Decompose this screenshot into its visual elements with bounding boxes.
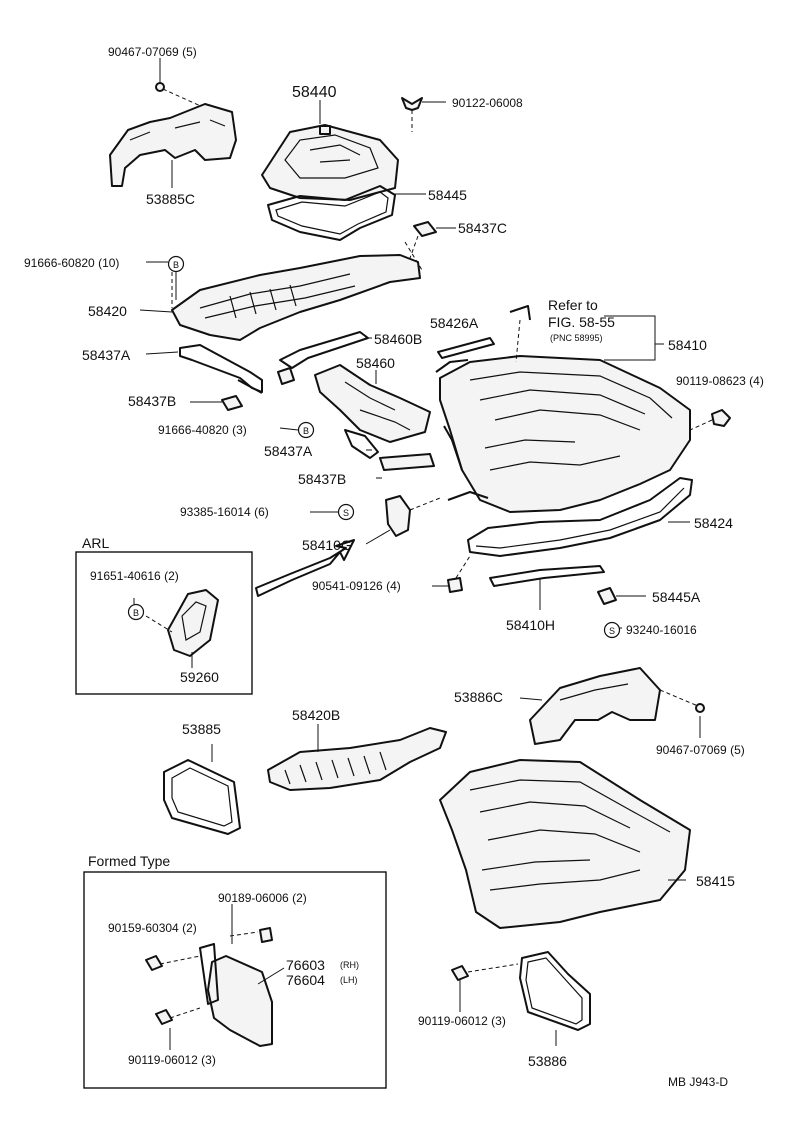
label-91651: 91651-40616 (2) [90, 569, 179, 583]
label-58424: 58424 [694, 515, 733, 531]
bracket-58437a-upper-drawing [179, 344, 263, 394]
tub-58410-drawing [435, 305, 691, 513]
leader-lines [133, 58, 701, 1050]
label-90122: 90122-06008 [452, 96, 523, 110]
label-90467-bottom: 90467-07069 (5) [656, 743, 745, 757]
svg-text:B: B [173, 260, 179, 270]
callout-b-91651: B [127, 603, 145, 621]
reinforcement-58424-drawing [467, 477, 693, 557]
label-53886c: 53886C [454, 689, 503, 705]
label-58415: 58415 [696, 873, 735, 889]
callout-b-91666-3: B [297, 421, 315, 439]
label-58460: 58460 [356, 355, 395, 371]
label-58440: 58440 [292, 84, 337, 101]
clip-58437b-upper-drawing [221, 395, 243, 411]
label-58437a-lower: 58437A [264, 443, 313, 459]
label-90119-bottom: 90119-06012 (3) [418, 1014, 506, 1028]
label-90119-formed: 90119-06012 (3) [128, 1053, 216, 1067]
refer-bracket-lines [604, 315, 664, 361]
label-58410h: 58410H [506, 617, 555, 633]
bracket-58410g-drawing [385, 495, 441, 537]
frame-53886-drawing [451, 951, 591, 1046]
label-58420b: 58420B [292, 707, 340, 723]
gasket-58445-drawing [267, 185, 426, 241]
label-58445a: 58445A [652, 589, 701, 605]
label-90541: 90541-09126 (4) [312, 579, 401, 593]
label-90119-08623: 90119-08623 (4) [676, 374, 764, 388]
wing-bolt-90122-drawing [401, 97, 446, 132]
label-90467-top: 90467-07069 (5) [108, 45, 197, 59]
tray-58415-drawing [439, 759, 691, 929]
nut-90541-drawing [447, 555, 471, 593]
strip-58426a-drawing [437, 337, 495, 359]
bracket-53886c-drawing [529, 667, 705, 745]
frame-53885-drawing [163, 759, 241, 835]
clip-58445a-drawing [597, 587, 646, 605]
callout-b-91666-10: B [167, 255, 185, 273]
arl-box-drawing [75, 551, 253, 695]
callout-s-93240: S [603, 621, 621, 639]
label-58410g: 58410G [302, 537, 352, 553]
svg-text:B: B [133, 608, 139, 618]
label-76604-side: (LH) [340, 975, 358, 985]
label-91666-10: 91666-60820 (10) [24, 256, 119, 270]
formed-type-box-drawing [83, 871, 387, 1089]
label-53885: 53885 [182, 721, 221, 737]
label-91666-3: 91666-40820 (3) [158, 423, 247, 437]
label-93385: 93385-16014 (6) [180, 505, 269, 519]
clip-58437b-lower-drawing [379, 453, 435, 471]
clip-58437c-drawing [409, 221, 456, 259]
bolt-90119-08623-drawing [689, 409, 731, 431]
label-58437a-upper: 58437A [82, 347, 131, 363]
rail-58410h-drawing [489, 565, 605, 610]
label-58437b-upper: 58437B [128, 393, 176, 409]
label-76604: 76604 [286, 972, 325, 988]
label-arl: ARL [82, 535, 109, 551]
label-76603: 76603 [286, 957, 325, 973]
drawing-code: MB J943-D [668, 1075, 728, 1089]
svg-text:B: B [303, 426, 309, 436]
label-53886: 53886 [528, 1053, 567, 1069]
bracket-53885c-drawing [109, 82, 237, 187]
arl-arrow-drawing [255, 539, 355, 597]
frame-58460-drawing [314, 364, 431, 459]
label-58426a: 58426A [430, 315, 479, 331]
rail-58460b-drawing [277, 331, 372, 385]
label-58437c: 58437C [458, 220, 507, 236]
label-53885c: 53885C [146, 191, 195, 207]
label-refer-fig: FIG. 58-55 [548, 314, 615, 330]
label-59260: 59260 [180, 669, 219, 685]
label-76603-side: (RH) [340, 960, 359, 970]
callout-s-93385: S [337, 503, 355, 521]
panel-58420b-drawing [267, 727, 447, 791]
label-refer-pnc: (PNC 58995) [550, 333, 603, 343]
label-93240: 93240-16016 [626, 623, 697, 637]
label-refer-to: Refer to [548, 297, 598, 313]
svg-text:S: S [609, 626, 615, 636]
label-90189: 90189-06006 (2) [218, 891, 307, 905]
label-formed-type: Formed Type [88, 853, 170, 869]
panel-58420-drawing [171, 241, 423, 341]
label-90159: 90159-60304 (2) [108, 921, 197, 935]
label-58420: 58420 [88, 303, 127, 319]
label-58437b-lower: 58437B [298, 471, 346, 487]
label-58410: 58410 [668, 337, 707, 353]
cover-58440-drawing [261, 124, 399, 201]
label-58445: 58445 [428, 187, 467, 203]
label-58460b: 58460B [374, 331, 422, 347]
svg-text:S: S [343, 508, 349, 518]
